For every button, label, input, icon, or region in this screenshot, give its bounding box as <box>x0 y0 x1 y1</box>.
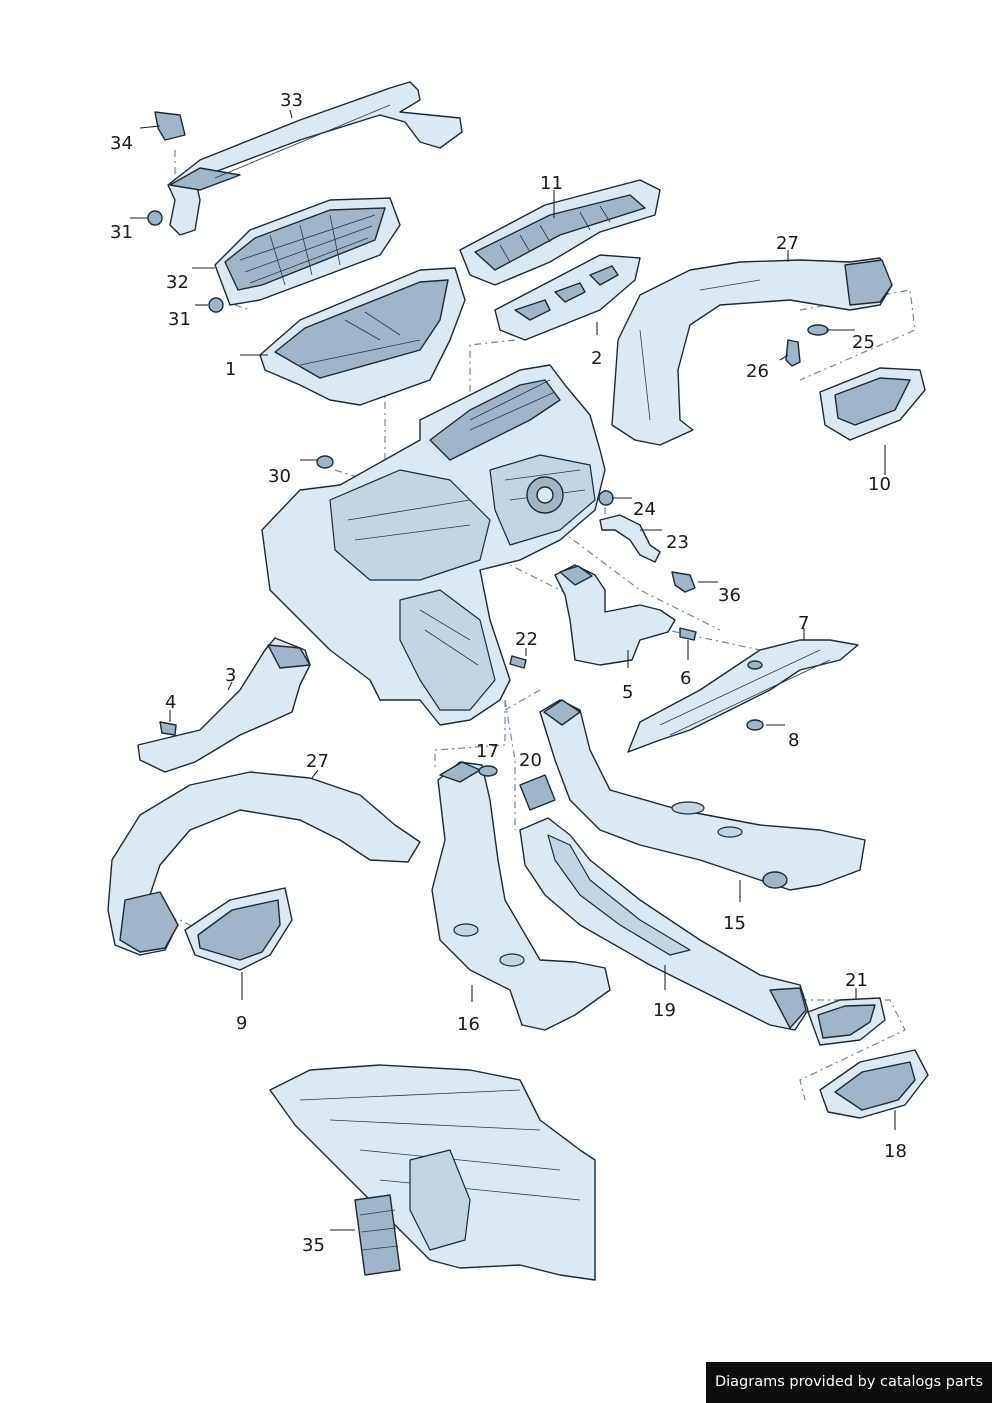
nut-part <box>147 210 224 313</box>
callout-21: 21 <box>845 970 868 991</box>
floor-duct-part <box>519 817 809 1031</box>
callout-32: 32 <box>166 272 189 293</box>
clip-part <box>154 111 186 141</box>
callout-33: 33 <box>280 90 303 111</box>
callout-31: 31 <box>168 309 191 330</box>
cover-plate-part <box>627 639 859 753</box>
callout-3: 3 <box>225 665 236 686</box>
air-duct-part <box>259 267 466 406</box>
callout-6: 6 <box>680 668 691 689</box>
center-vent-part <box>494 254 641 341</box>
floor-duct-part <box>539 699 866 891</box>
rear-vent-part <box>807 997 929 1119</box>
side-vent-part <box>819 367 926 441</box>
callout-35: 35 <box>302 1235 325 1256</box>
side-vent-part <box>184 887 293 971</box>
callout-20: 20 <box>519 750 542 771</box>
callout-23: 23 <box>666 532 689 553</box>
hose-part <box>598 490 696 593</box>
callout-25: 25 <box>852 332 875 353</box>
leader-lines <box>130 109 896 1231</box>
foot-duct-part <box>137 637 311 773</box>
small-fastener-part <box>785 324 829 367</box>
small-fastener-part <box>478 765 556 811</box>
body-panel-part <box>269 1064 596 1281</box>
defroster-duct <box>167 81 463 236</box>
callout-36: 36 <box>718 585 741 606</box>
bracket-duct-part <box>554 564 676 666</box>
callout-4: 4 <box>165 692 176 713</box>
callout-5: 5 <box>622 682 633 703</box>
callout-26: 26 <box>746 361 769 382</box>
floor-duct-part <box>431 761 611 1031</box>
screw-part <box>679 627 697 641</box>
callout-24: 24 <box>633 499 656 520</box>
callout-10: 10 <box>868 474 891 495</box>
callout-8: 8 <box>788 730 799 751</box>
callout-15: 15 <box>723 913 746 934</box>
callout-34: 34 <box>110 133 133 154</box>
callout-1: 1 <box>225 359 236 380</box>
callout-7: 7 <box>798 613 809 634</box>
vent-strip-part <box>459 179 661 286</box>
callout-18: 18 <box>884 1141 907 1162</box>
callout-11: 11 <box>540 173 563 194</box>
screw-part <box>509 655 527 669</box>
callout-19: 19 <box>653 1000 676 1021</box>
side-duct-part <box>611 257 893 446</box>
heater-housing-part <box>261 364 606 726</box>
callout-27: 27 <box>776 233 799 254</box>
callout-31: 31 <box>110 222 133 243</box>
callout-27: 27 <box>306 751 329 772</box>
callout-16: 16 <box>457 1014 480 1035</box>
callout-labels: 33 34 31 32 31 1 11 2 27 25 26 10 30 24 … <box>110 90 907 1256</box>
grommet-part <box>316 455 334 469</box>
side-duct-part <box>107 771 421 956</box>
callout-22: 22 <box>515 629 538 650</box>
callout-9: 9 <box>236 1013 247 1034</box>
callout-30: 30 <box>268 466 291 487</box>
callout-17: 17 <box>476 741 499 762</box>
callout-2: 2 <box>591 348 602 369</box>
grille-part <box>214 197 401 306</box>
footer-credit: Diagrams provided by catalogs parts <box>706 1362 992 1403</box>
